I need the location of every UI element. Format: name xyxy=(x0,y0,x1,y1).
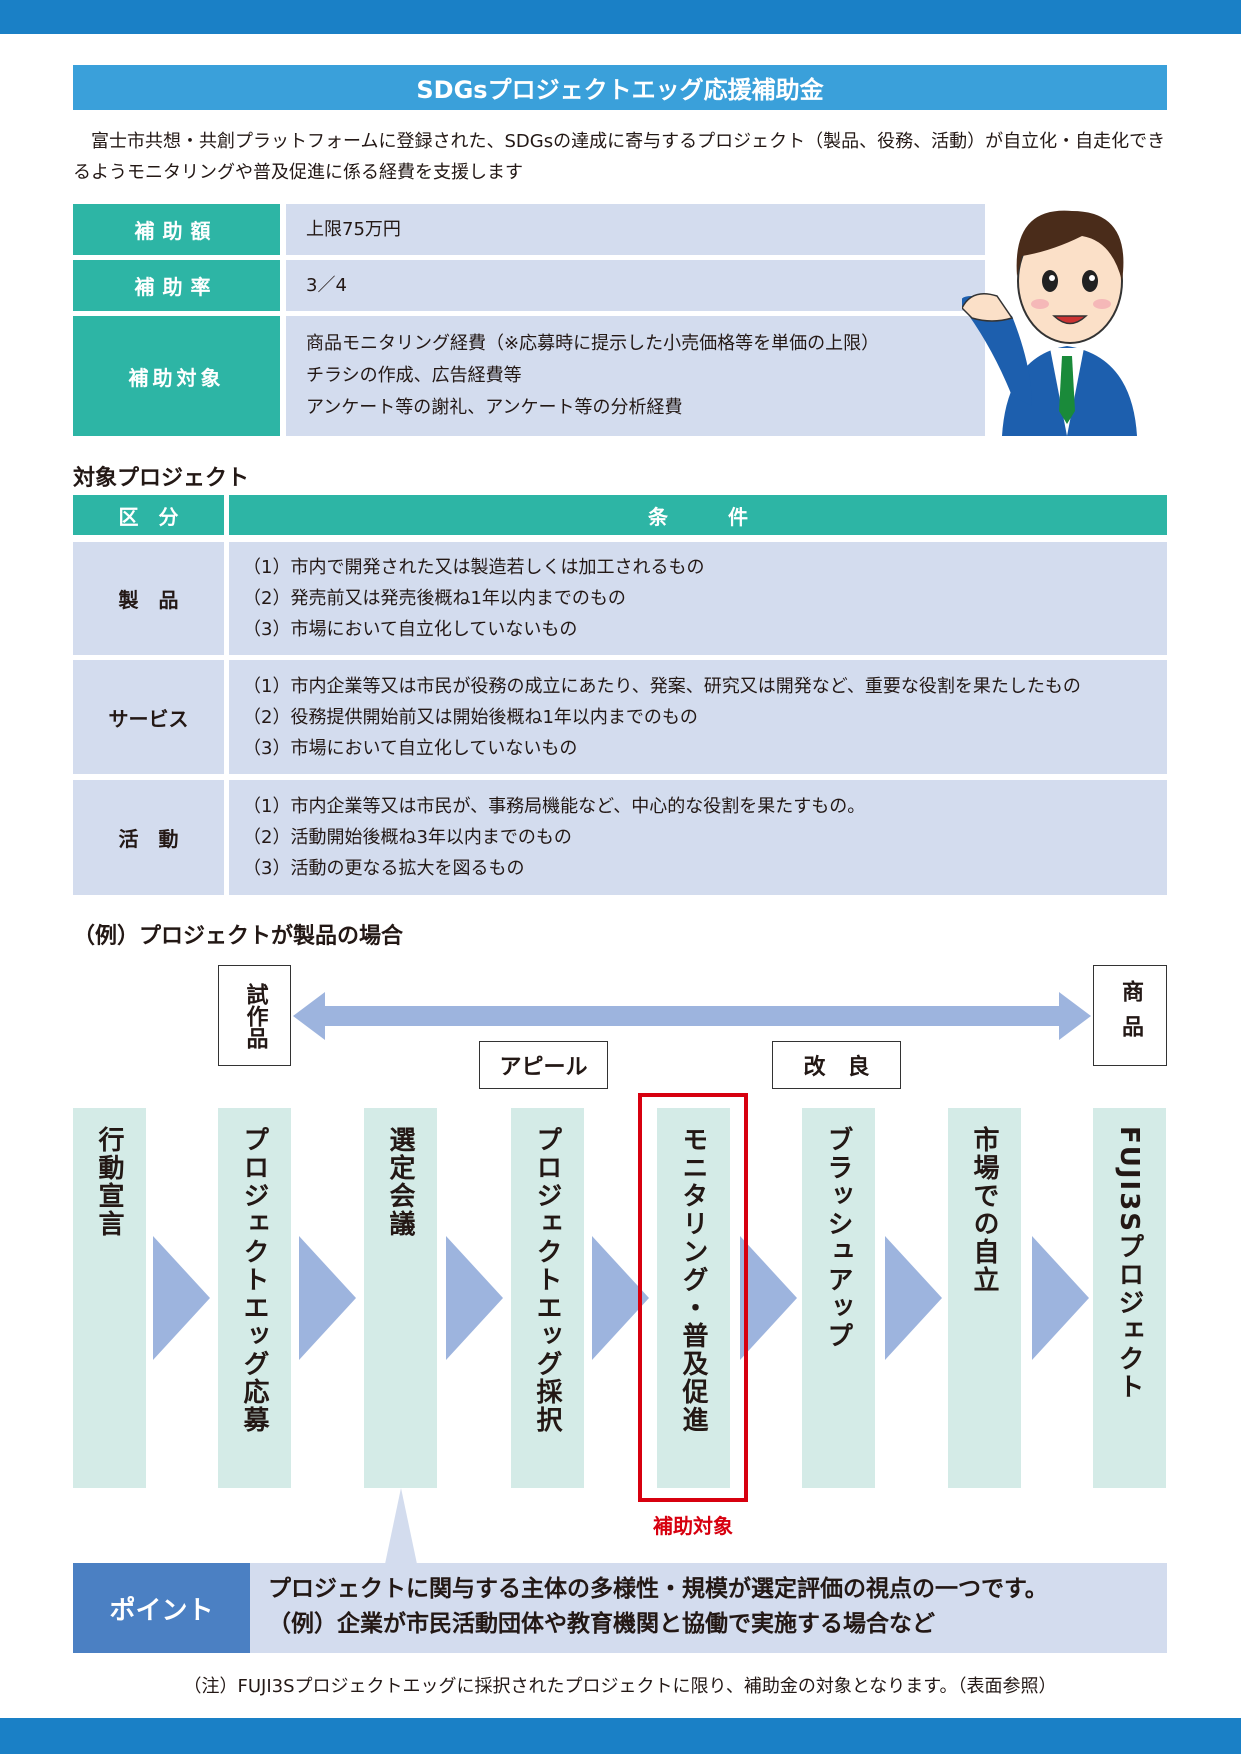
label-rate: 補助率 xyxy=(73,260,280,311)
value-line: アンケート等の謝礼、アンケート等の分析経費 xyxy=(306,397,683,418)
step-declaration: 行動宣言 xyxy=(73,1108,146,1488)
header-category: 区 分 xyxy=(73,495,224,535)
row-category-service: サービス xyxy=(73,660,224,774)
value-line: 上限75万円 xyxy=(306,218,401,240)
value-amount: 上限75万円 xyxy=(286,204,985,255)
condition-item: （1）市内企業等又は市民が役務の成立にあたり、発案、研究又は開発など、重要な役割… xyxy=(243,675,1081,697)
arrow-right-icon xyxy=(153,1236,210,1360)
value-line: 3／4 xyxy=(306,274,347,296)
improve-box: 改 良 xyxy=(772,1041,901,1089)
row-category-activity: 活 動 xyxy=(73,780,224,895)
step-monitoring: モニタリング・普及促進 xyxy=(657,1108,730,1488)
step-label: プロジェクトエッグ採択 xyxy=(532,1126,562,1434)
step-application: プロジェクトエッグ応募 xyxy=(218,1108,291,1488)
appeal-box: アピール xyxy=(479,1041,608,1089)
value-line: 商品モニタリング経費（※応募時に提示した小売価格等を単価の上限） xyxy=(306,333,880,354)
step-label: 選定会議 xyxy=(385,1126,415,1238)
highlight-label: 補助対象 xyxy=(653,1514,733,1538)
businessman-illustration xyxy=(962,210,1137,436)
prototype-box: 試作品 xyxy=(218,965,291,1066)
product-box: 商品 xyxy=(1093,965,1167,1066)
row-conditions-product: （1）市内で開発された又は製造若しくは加工されるもの （2）発売前又は発売後概ね… xyxy=(229,542,1167,655)
value-line: チラシの作成、広告経費等 xyxy=(306,365,522,386)
row-category-product: 製 品 xyxy=(73,542,224,655)
condition-item: （2）役務提供開始前又は開始後概ね1年以内までのもの xyxy=(243,706,698,728)
example-heading: （例）プロジェクトが製品の場合 xyxy=(73,924,404,949)
bottom-band xyxy=(0,1718,1241,1754)
label-amount: 補助額 xyxy=(73,204,280,255)
row-conditions-activity: （1）市内企業等又は市民が、事務局機能など、中心的な役割を果たすもの。 （2）活… xyxy=(229,780,1167,895)
step-label: プロジェクトエッグ応募 xyxy=(239,1126,269,1434)
step-market-independence: 市場での自立 xyxy=(948,1108,1021,1488)
highlight-frame xyxy=(638,1093,748,1502)
condition-item: （2）活動開始後概ね3年以内までのもの xyxy=(243,827,572,848)
step-label: モニタリング・普及促進 xyxy=(678,1126,708,1434)
step-fuji3s: FUJI3Sプロジェクト xyxy=(1093,1108,1166,1488)
page-title: SDGsプロジェクトエッグ応援補助金 xyxy=(73,65,1167,110)
arrow-right-icon xyxy=(446,1236,503,1360)
value-rate: 3／4 xyxy=(286,260,985,311)
row-conditions-service: （1）市内企業等又は市民が役務の成立にあたり、発案、研究又は開発など、重要な役割… xyxy=(229,660,1167,774)
intro-text: 富士市共想・共創プラットフォームに登録された、SDGsの達成に寄与するプロジェク… xyxy=(73,131,1166,183)
condition-item: （3）活動の更なる拡大を図るもの xyxy=(243,858,525,879)
top-band xyxy=(0,0,1241,34)
condition-item: （3）市場において自立化していないもの xyxy=(243,619,578,640)
step-brushup: ブラッシュアップ xyxy=(802,1108,875,1488)
point-line: （例）企業が市民活動団体や教育機関と協働で実施する場合など xyxy=(268,1611,935,1637)
footnote: （注）FUJI3Sプロジェクトエッグに採択されたプロジェクトに限り、補助金の対象… xyxy=(183,1676,1057,1697)
arrow-right-icon xyxy=(740,1236,797,1360)
step-label: ブラッシュアップ xyxy=(823,1126,853,1350)
label-target: 補助対象 xyxy=(73,316,280,436)
header-conditions: 条 件 xyxy=(229,495,1167,535)
step-label: 行動宣言 xyxy=(94,1126,124,1238)
condition-item: （2）発売前又は発売後概ね1年以内までのもの xyxy=(243,588,626,609)
condition-item: （1）市内企業等又は市民が、事務局機能など、中心的な役割を果たすもの。 xyxy=(243,796,866,817)
step-selection-meeting: 選定会議 xyxy=(364,1108,437,1488)
callout-pointer xyxy=(385,1488,417,1564)
arrow-right-icon xyxy=(1032,1236,1089,1360)
step-label: FUJI3Sプロジェクト xyxy=(1114,1126,1144,1402)
condition-item: （1）市内で開発された又は製造若しくは加工されるもの xyxy=(243,557,705,578)
step-adoption: プロジェクトエッグ採択 xyxy=(511,1108,584,1488)
double-arrow-icon xyxy=(293,992,1091,1040)
value-target: 商品モニタリング経費（※応募時に提示した小売価格等を単価の上限） チラシの作成、… xyxy=(286,316,985,436)
point-text: プロジェクトに関与する主体の多様性・規模が選定評価の視点の一つです。 （例）企業… xyxy=(250,1563,1167,1653)
point-line: プロジェクトに関与する主体の多様性・規模が選定評価の視点の一つです。 xyxy=(268,1576,1048,1602)
step-label: 市場での自立 xyxy=(969,1126,999,1294)
point-label: ポイント xyxy=(73,1563,250,1653)
projects-heading: 対象プロジェクト xyxy=(73,466,250,491)
arrow-right-icon xyxy=(299,1236,356,1360)
arrow-right-icon xyxy=(885,1236,942,1360)
condition-item: （3）市場において自立化していないもの xyxy=(243,737,578,759)
